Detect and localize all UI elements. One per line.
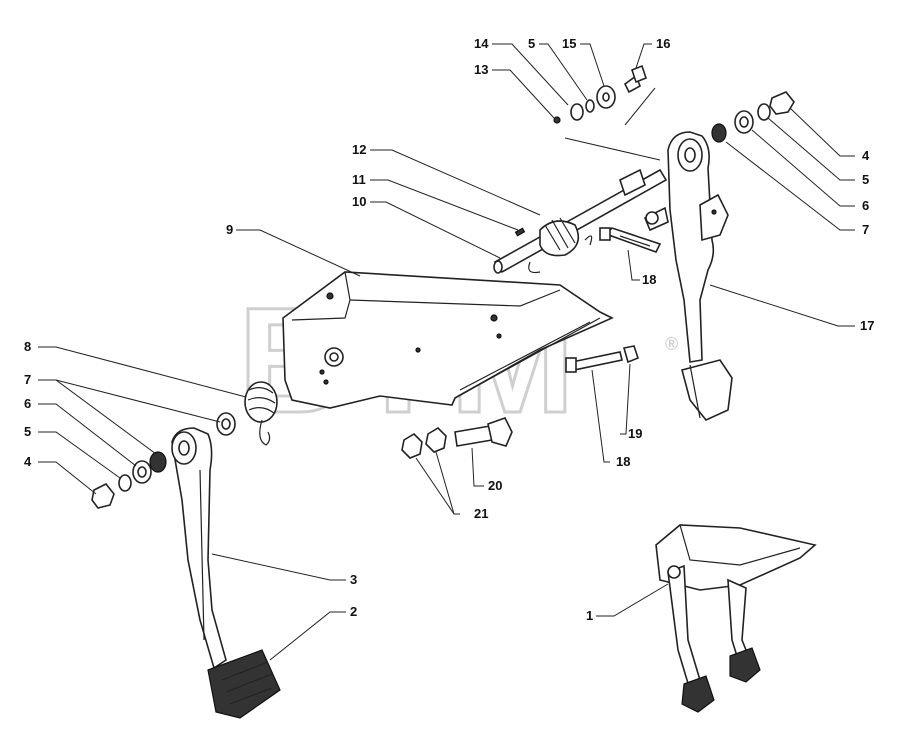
callout-5-left: 5 xyxy=(24,424,31,439)
callout-13: 13 xyxy=(474,62,488,77)
callout-7-right: 7 xyxy=(862,222,869,237)
inset-assembled-view xyxy=(655,524,817,713)
callout-4-right: 4 xyxy=(862,148,870,163)
callout-18-upper: 18 xyxy=(642,272,656,287)
callout-4-left: 4 xyxy=(24,454,32,469)
callout-7-left: 7 xyxy=(24,372,31,387)
clutch-pedal xyxy=(171,427,281,719)
callout-8: 8 xyxy=(24,339,31,354)
callout-9: 9 xyxy=(226,222,233,237)
upper-fasteners xyxy=(553,64,661,161)
brake-pedal xyxy=(643,131,733,421)
watermark-registered-mark: ® xyxy=(665,334,678,354)
clutch-shaft xyxy=(493,168,668,274)
callout-1: 1 xyxy=(586,608,593,623)
callout-14: 14 xyxy=(474,36,489,51)
callout-6-right: 6 xyxy=(862,198,869,213)
callout-20: 20 xyxy=(488,478,502,493)
right-fasteners xyxy=(711,91,795,143)
callout-21: 21 xyxy=(474,506,488,521)
callout-15: 15 xyxy=(562,36,576,51)
bolt-18-upper xyxy=(599,227,662,253)
callout-12: 12 xyxy=(352,142,366,157)
bolt-18-lower xyxy=(565,345,639,373)
left-fasteners xyxy=(91,412,236,509)
callout-17: 17 xyxy=(860,318,874,333)
callout-6-left: 6 xyxy=(24,396,31,411)
callout-19: 19 xyxy=(628,426,642,441)
leader-lines xyxy=(38,43,855,661)
pedal-bracket xyxy=(282,271,614,409)
callout-5-top: 5 xyxy=(528,36,535,51)
callout-2: 2 xyxy=(350,604,357,619)
callout-18-lower: 18 xyxy=(616,454,630,469)
bolt-20-and-nuts-21 xyxy=(401,417,513,459)
callout-16: 16 xyxy=(656,36,670,51)
return-spring xyxy=(244,381,278,446)
callout-labels: 14 5 15 16 13 12 11 10 9 4 5 6 7 18 17 8… xyxy=(24,36,874,623)
callout-5-right: 5 xyxy=(862,172,869,187)
callout-11: 11 xyxy=(352,172,366,187)
callout-10: 10 xyxy=(352,194,366,209)
callout-3: 3 xyxy=(350,572,357,587)
